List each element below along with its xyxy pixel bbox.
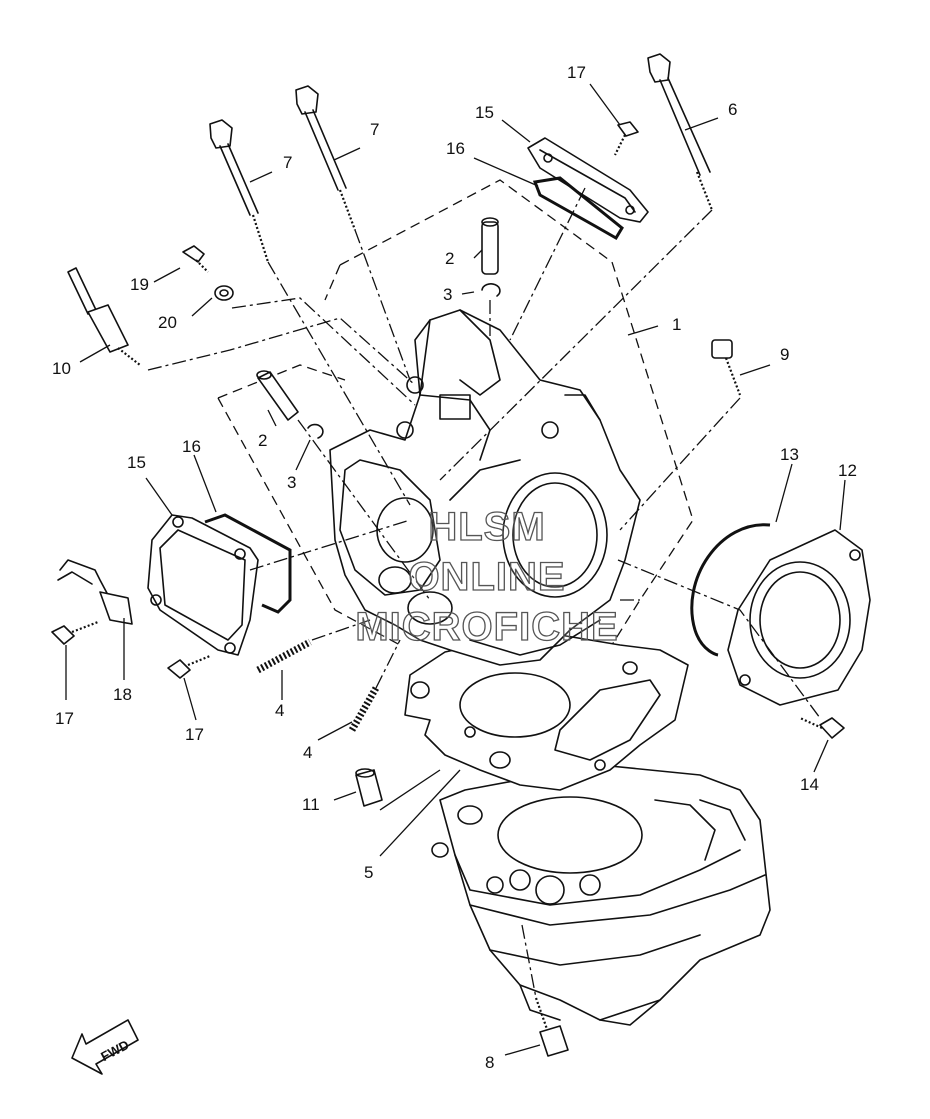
callout-4: 4 [303, 743, 312, 762]
stud-b [348, 686, 380, 732]
callout-17: 17 [55, 709, 74, 728]
callout-3: 3 [287, 473, 296, 492]
callout-17: 17 [567, 63, 586, 82]
leader-lines [65, 83, 846, 1056]
watermark-line-3: MICROFICHE [355, 605, 618, 649]
bolt-left-a [51, 620, 99, 645]
cylinder-block [431, 764, 771, 1026]
callout-16: 16 [446, 139, 465, 158]
callout-19: 19 [130, 275, 149, 294]
callout-12: 12 [838, 461, 857, 480]
callout-2: 2 [445, 249, 454, 268]
bolt-upper [614, 121, 639, 156]
circlip-upper [481, 283, 501, 297]
watermark-line-2: ONLINE [408, 555, 565, 599]
spark-plug [67, 267, 141, 366]
callout-15: 15 [475, 103, 494, 122]
circlip-lower [307, 423, 324, 439]
callout-14: 14 [800, 775, 819, 794]
seal-left [204, 513, 292, 614]
callout-16: 16 [182, 437, 201, 456]
callout-7: 7 [370, 120, 379, 139]
callout-3: 3 [443, 285, 452, 304]
callouts: 1 2 2 3 3 4 4 5 6 7 7 8 9 10 11 12 13 14… [52, 63, 857, 1072]
phantom-lines [147, 187, 821, 999]
callout-8: 8 [485, 1053, 494, 1072]
callout-18: 18 [113, 685, 132, 704]
cover-plate-upper [527, 137, 649, 223]
callout-15: 15 [127, 453, 146, 472]
intake-joint [727, 529, 871, 706]
bolt-bottom [534, 997, 569, 1057]
stud-a [256, 638, 312, 674]
callout-13: 13 [780, 445, 799, 464]
o-ring-large [690, 523, 771, 657]
socket-bolt [711, 339, 742, 396]
callout-7: 7 [283, 153, 292, 172]
washer [214, 285, 234, 301]
stud-bolt-long [647, 53, 714, 211]
callout-2: 2 [258, 431, 267, 450]
bolt-small [182, 245, 209, 273]
callout-17: 17 [185, 725, 204, 744]
callout-5: 5 [364, 863, 373, 882]
callout-20: 20 [158, 313, 177, 332]
fwd-arrow-icon: FWD [71, 1019, 139, 1075]
callout-9: 9 [780, 345, 789, 364]
stud-bolt-b [209, 119, 270, 263]
valve-guide-upper [481, 217, 499, 275]
callout-6: 6 [728, 100, 737, 119]
head-gasket [404, 634, 689, 791]
seal-upper [532, 176, 624, 241]
callout-1: 1 [672, 315, 681, 334]
valve-guide-lower [256, 370, 299, 421]
stud-bolt-a [295, 85, 357, 231]
callout-4: 4 [275, 701, 284, 720]
callout-11: 11 [302, 795, 320, 814]
callout-10: 10 [52, 359, 71, 378]
bolt-right [799, 716, 845, 739]
watermark: HLSM ONLINE MICROFICHE [355, 504, 619, 649]
breather-bracket [57, 559, 133, 625]
dowel-pin [355, 768, 383, 807]
cylinder-head [329, 309, 641, 666]
valve-cover-left [147, 514, 259, 656]
watermark-line-1: HLSM [428, 505, 545, 549]
bolt-left-b [167, 654, 211, 679]
